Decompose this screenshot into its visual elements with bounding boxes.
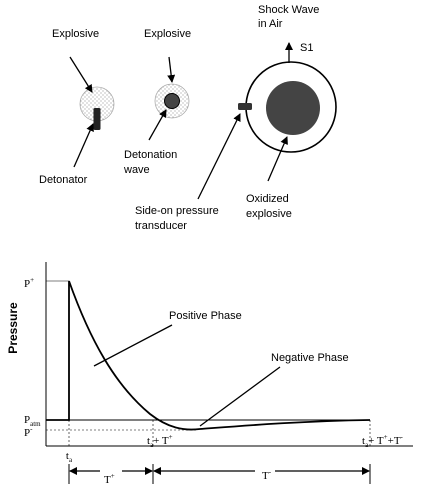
- explosive-arrow-1: [69, 56, 93, 93]
- oxidized-label-line1: Oxidized: [246, 193, 289, 205]
- transducer-label-line2: transducer: [135, 220, 187, 232]
- duration-tminus-label: T-: [262, 468, 272, 482]
- detonator-label: Detonator: [39, 174, 88, 186]
- p-plus-label: P+: [24, 276, 34, 290]
- detonation-wave-arrow: [148, 109, 167, 141]
- tick-ta: ta: [66, 450, 73, 464]
- shock-wave-label-line1: Shock Wave: [258, 4, 319, 16]
- oxidized-arrow: [267, 136, 288, 182]
- stage-detonation: Explosive Detonation wave: [123, 28, 191, 176]
- oxidized-explosive-ball: [266, 81, 320, 135]
- explosive-label-2: Explosive: [144, 28, 191, 40]
- s1-label: S1: [300, 42, 313, 54]
- oxidized-label-line2: explosive: [246, 208, 292, 220]
- stage-explosive-with-detonator: Explosive Detonator: [39, 28, 115, 186]
- detonator-arrow: [73, 123, 94, 168]
- explosive-arrow-2: [167, 56, 176, 83]
- duration-tplus-label: T+: [104, 472, 115, 486]
- detonation-core: [164, 93, 180, 109]
- negative-phase-arrow: [199, 366, 281, 427]
- pressure-curve: [46, 280, 371, 431]
- negative-phase-label: Negative Phase: [271, 352, 349, 364]
- positive-phase-arrow: [93, 324, 173, 367]
- tick-end: ta+ T++T-: [362, 433, 404, 449]
- detonation-wave-label-line2: wave: [123, 164, 150, 176]
- detonator: [93, 108, 101, 130]
- p-atm-label: Patm: [24, 414, 41, 428]
- pressure-transducer: [238, 103, 252, 110]
- shock-wave-label-line2: in Air: [258, 18, 283, 30]
- transducer-label-line1: Side-on pressure: [135, 205, 219, 217]
- tick-ta-tplus: ta+ T+: [147, 433, 173, 449]
- explosive-label-1: Explosive: [52, 28, 99, 40]
- detonation-wave-label-line1: Detonation: [124, 149, 177, 161]
- positive-phase-label: Positive Phase: [169, 310, 242, 322]
- p-minus-label: P-: [24, 425, 33, 439]
- stage-shock-wave: Shock Wave in Air S1 Side-on pressure tr…: [135, 4, 337, 232]
- transducer-arrow: [197, 113, 241, 200]
- pressure-time-plot: Pressure P+ Patm P- Positive Phase Negat…: [6, 262, 413, 486]
- y-axis-title: Pressure: [6, 302, 20, 354]
